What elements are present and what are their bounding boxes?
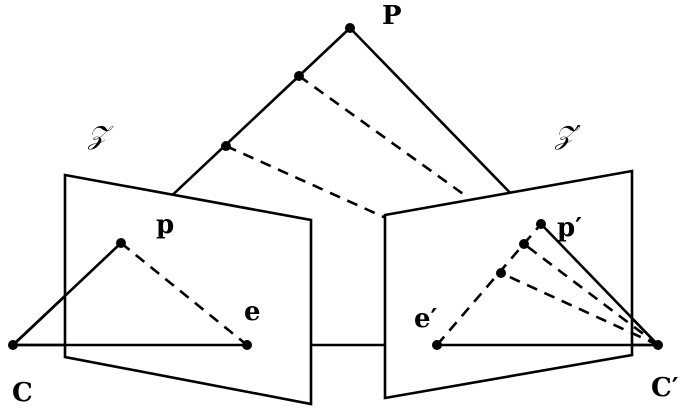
point-right-image-upper xyxy=(519,239,529,249)
projection-line-upper xyxy=(523,242,659,347)
label-left-camera-center: C xyxy=(12,378,33,408)
label-right-epipole: e′ xyxy=(414,304,438,334)
point-on-ray-lower xyxy=(221,141,231,151)
point-on-ray-upper xyxy=(294,71,304,81)
right-epipolar-line xyxy=(436,223,542,346)
point-right-camera-center xyxy=(653,340,663,350)
projection-line-lower xyxy=(500,271,659,347)
point-p-world xyxy=(345,23,355,33)
label-left-image-point: p xyxy=(156,210,174,240)
point-left-camera-center xyxy=(8,340,18,350)
left-ray-segment-in-plane xyxy=(11,241,123,347)
label-world-point: P xyxy=(382,1,402,31)
label-right-image-plane: 𝒵′ xyxy=(554,121,581,151)
right-ray-segment-to-p-prime xyxy=(539,222,660,347)
point-right-epipole xyxy=(432,340,442,350)
label-left-epipole: e xyxy=(244,297,261,327)
label-left-image-plane: 𝒵 xyxy=(87,121,114,151)
point-left-epipole xyxy=(242,340,252,350)
point-right-image xyxy=(536,219,546,229)
point-left-image xyxy=(116,238,126,248)
left-image-plane xyxy=(63,173,313,406)
dashed-ray-upper xyxy=(298,74,467,198)
label-right-camera-center: C′ xyxy=(651,373,679,403)
label-right-image-point: p′ xyxy=(557,213,582,243)
left-epipolar-line xyxy=(120,241,248,347)
point-right-image-lower xyxy=(496,268,506,278)
dashed-ray-lower xyxy=(225,144,387,220)
right-image-plane xyxy=(383,169,634,400)
